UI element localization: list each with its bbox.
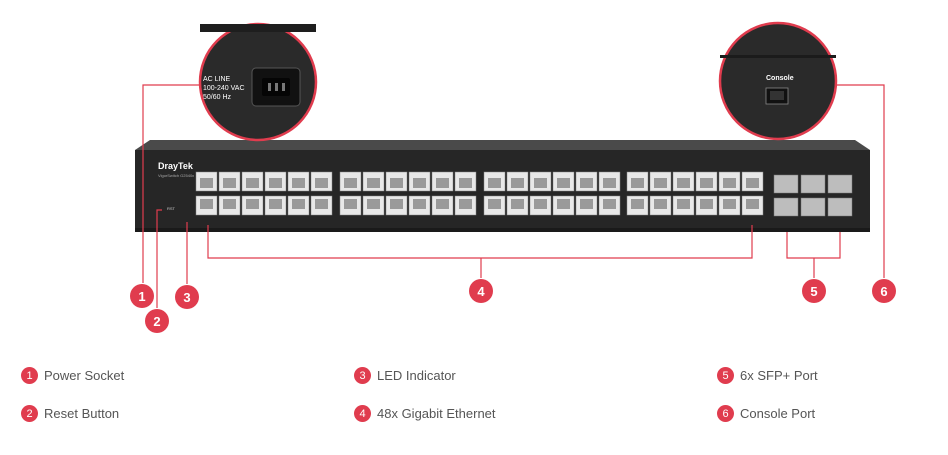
callout-badge-1: 1	[130, 284, 154, 308]
product-diagram: DrayTek VigorSwitch G2540x RST AC LINE 1…	[130, 21, 896, 333]
console-port-zoom	[718, 21, 838, 141]
callout-badge-6: 6	[872, 279, 896, 303]
callout-badge-5: 5	[802, 279, 826, 303]
reset-label: RST	[167, 206, 176, 211]
callout-badge-4: 4	[469, 279, 493, 303]
legend-item-sfp-port: 5 6x SFP+ Port	[717, 367, 818, 384]
brand-label: DrayTek	[158, 161, 194, 171]
svg-text:50/60 Hz: 50/60 Hz	[203, 94, 232, 101]
svg-text:100-240 VAC: 100-240 VAC	[203, 85, 245, 92]
svg-text:AC LINE: AC LINE	[203, 76, 231, 83]
callout-badge-2: 2	[145, 309, 169, 333]
sfp-port	[827, 197, 853, 217]
legend-item-console-port: 6 Console Port	[717, 405, 815, 422]
sfp-port	[827, 174, 853, 194]
sfp-port	[773, 197, 799, 217]
ethernet-ports	[195, 171, 764, 216]
legend-item-gigabit-ethernet: 4 48x Gigabit Ethernet	[354, 405, 496, 422]
legend-item-led-indicator: 3 LED Indicator	[354, 367, 456, 384]
sfp-port	[800, 174, 826, 194]
sfp-port	[773, 174, 799, 194]
callout-badge-3: 3	[175, 285, 199, 309]
svg-text:Console: Console	[766, 75, 794, 82]
model-label: VigorSwitch G2540x	[158, 173, 194, 178]
legend-item-reset-button: 2 Reset Button	[21, 405, 119, 422]
switch-illustration: DrayTek VigorSwitch G2540x RST AC LINE 1…	[135, 21, 885, 308]
legend-item-power-socket: 1 Power Socket	[21, 367, 124, 384]
sfp-ports	[773, 174, 853, 217]
sfp-port	[800, 197, 826, 217]
